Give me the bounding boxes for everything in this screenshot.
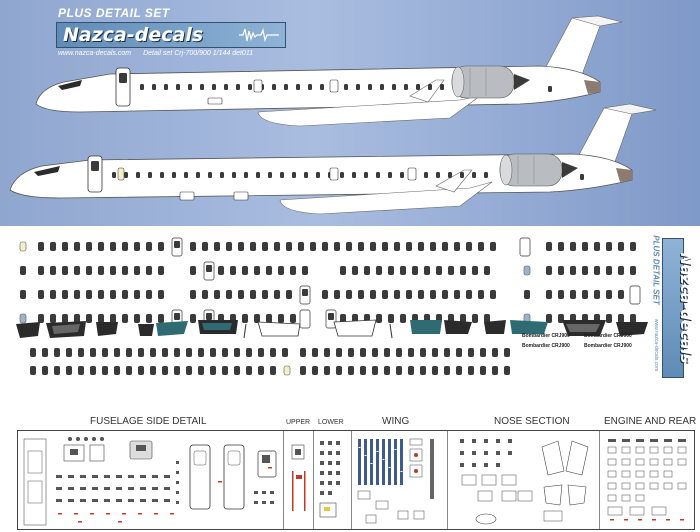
brand-logo: Nazca-decals [56, 22, 286, 48]
side-website-text: www.nazca-decals.com [653, 318, 659, 372]
brand-name: Nazca-decals [63, 24, 204, 46]
type-label: Bombardier CRJ900 [522, 333, 570, 339]
wing-detail-marks [357, 438, 434, 524]
window-decal-rows [16, 237, 648, 376]
side-set-title: PLUS DETAIL SET [651, 235, 661, 305]
aircraft-profile-banner: PLUS DETAIL SET Nazca-decals www.nazca-d… [0, 0, 700, 226]
engine-detail-marks [607, 439, 687, 521]
detail-set-text: Detail set Crj-700/900 1/144 det011 [143, 50, 254, 57]
wing-section: WING [352, 416, 448, 529]
lower-title: LOWER [318, 419, 344, 426]
nose-detail-marks [460, 439, 589, 525]
upper-section: UPPER [284, 419, 314, 529]
upper-detail-marks [291, 444, 306, 511]
fuselage-detail-marks [23, 437, 277, 526]
upper-title: UPPER [286, 419, 311, 426]
side-brand-logo [662, 238, 684, 378]
engine-title: ENGINE AND REAR [604, 416, 697, 427]
set-title: PLUS DETAIL SET [58, 6, 170, 20]
nose-section: NOSE SECTION [448, 416, 600, 529]
nose-title: NOSE SECTION [494, 416, 570, 427]
waveform-icon [239, 27, 279, 43]
type-label: Bombardier CRJ900 [584, 343, 632, 349]
detail-panel: FUSELAGE SIDE DETAIL [17, 416, 696, 530]
side-brand-name: Nazca-decals [677, 252, 695, 364]
brand-subtitle: www.nazca-decals.com Detail set Crj-700/… [58, 50, 298, 57]
cockpit-window-decals [16, 319, 648, 339]
lower-section: LOWER [314, 419, 352, 529]
lower-detail-marks [319, 441, 340, 518]
type-label: Bombardier CRJ900 [522, 343, 570, 349]
engine-section: ENGINE AND REAR [600, 416, 696, 529]
crj700-side-profile [9, 15, 657, 215]
fuselage-section: FUSELAGE SIDE DETAIL [18, 416, 284, 529]
wing-title: WING [382, 416, 410, 427]
website-text: www.nazca-decals.com [58, 50, 132, 57]
fuselage-title: FUSELAGE SIDE DETAIL [90, 416, 207, 427]
type-label: Bombardier CRJ900 [584, 333, 632, 339]
